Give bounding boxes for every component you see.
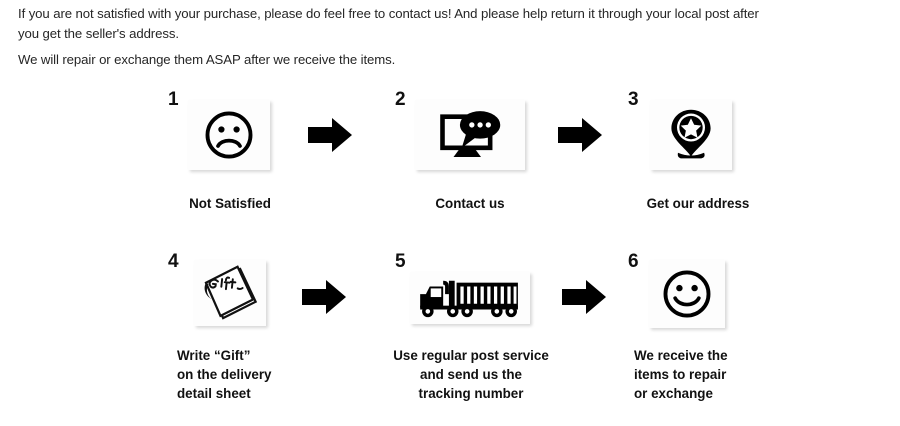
step-6-icon-box [649,260,725,328]
map-pin-star-icon [666,107,716,163]
arrow-step-5-to-6 [560,278,608,316]
step-1-number: 1 [168,89,179,110]
intro-paragraph-2: We will repair or exchange them ASAP aft… [18,50,880,70]
step-2-number: 2 [395,89,406,110]
step-1-caption: Not Satisfied [189,196,271,211]
right-arrow-icon [560,278,608,316]
step-6-number: 6 [628,251,639,272]
step-3-icon-box [650,100,732,170]
right-arrow-icon [300,278,348,316]
step-5-icon-box [410,272,530,324]
intro-paragraph-2-line-1: We will repair or exchange them ASAP aft… [18,52,396,67]
step-4-caption: Write “Gift” on the delivery detail shee… [177,348,272,401]
step-1-icon-box [188,100,270,170]
monitor-chat-bubble-icon [437,107,503,163]
arrow-step-4-to-5 [300,278,348,316]
intro-paragraph-1: If you are not satisfied with your purch… [18,4,880,44]
delivery-truck-icon [414,275,526,321]
step-2-caption: Contact us [435,196,505,211]
intro-paragraph-1-line-1: If you are not satisfied with your purch… [18,6,759,21]
step-6-caption: We receive the items to repair or exchan… [634,348,728,401]
step-4-icon-box [194,260,266,326]
step-5-number: 5 [395,251,406,272]
right-arrow-icon [556,116,604,154]
intro-paragraph-1-line-2: you get the seller's address. [18,26,179,41]
sad-face-icon [202,108,256,162]
step-3-number: 3 [628,89,639,110]
gift-note-paper-icon [199,264,261,322]
step-3-caption: Get our address [646,196,750,211]
step-4-number: 4 [168,251,179,272]
step-5-caption: Use regular post service and send us the… [393,348,549,401]
right-arrow-icon [306,116,354,154]
step-2-icon-box [415,100,525,170]
arrow-step-1-to-2 [306,116,354,154]
arrow-step-2-to-3 [556,116,604,154]
happy-face-icon [660,267,714,321]
